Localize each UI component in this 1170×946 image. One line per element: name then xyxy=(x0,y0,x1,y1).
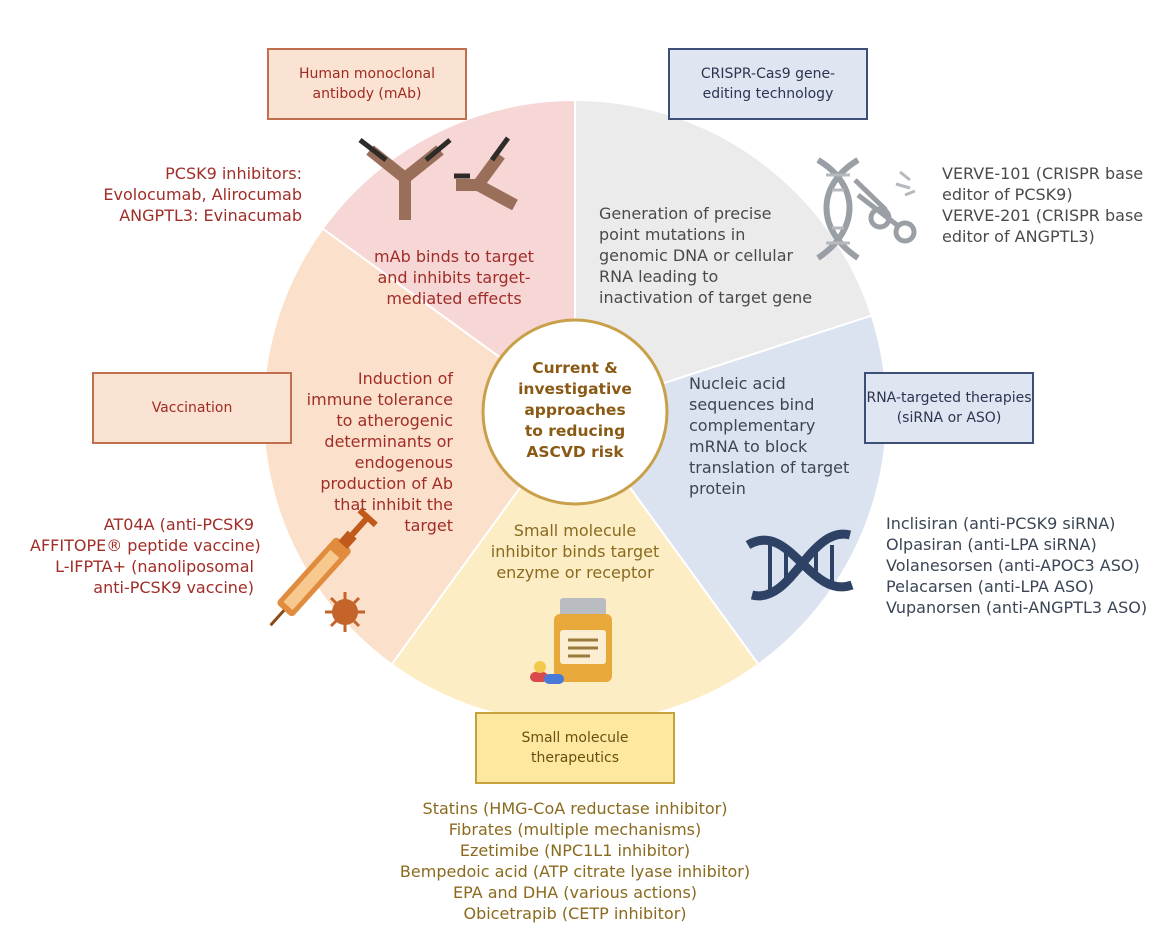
dna-helix-icon xyxy=(745,529,854,601)
center-title-line: ASCVD risk xyxy=(526,443,624,461)
box-line: RNA-targeted therapies xyxy=(866,390,1032,406)
mechanism-line: inactivation of target gene xyxy=(599,288,813,307)
dna-scissors-icon xyxy=(816,157,917,261)
mechanism-line: determinants or xyxy=(324,432,453,451)
drug-line: Volanesorsen (anti-APOC3 ASO) xyxy=(886,556,1140,575)
mab-drugs: PCSK9 inhibitors: Evolocumab, Alirocumab… xyxy=(98,163,302,226)
mab-label-box: Human monoclonal antibody (mAb) xyxy=(267,48,467,120)
mechanism-line: endogenous xyxy=(354,453,453,472)
rna-mechanism: Nucleic acid sequences bind complementar… xyxy=(689,373,849,499)
mechanism-line: sequences bind xyxy=(689,395,815,414)
drug-line: Evolocumab, Alirocumab xyxy=(103,185,302,204)
mechanism-line: mediated effects xyxy=(386,289,522,308)
pill-bottle-icon xyxy=(530,598,612,684)
drug-line: VERVE-201 (CRISPR base xyxy=(942,206,1144,225)
mechanism-line: Small molecule xyxy=(513,521,637,540)
mab-mechanism: mAb binds to target and inhibits target-… xyxy=(354,246,554,309)
drug-line: AFFITOPE® peptide vaccine) xyxy=(30,536,261,555)
mechanism-line: Generation of precise xyxy=(599,204,772,223)
drug-line: ANGPTL3: Evinacumab xyxy=(119,206,302,225)
crispr-drugs: VERVE-101 (CRISPR base editor of PCSK9) … xyxy=(942,163,1143,247)
drug-line: anti-PCSK9 vaccine) xyxy=(93,578,254,597)
box-line: Human monoclonal xyxy=(298,66,436,82)
mechanism-line: to atherogenic xyxy=(336,411,453,430)
mechanism-line: mRNA to block xyxy=(689,437,808,456)
mechanism-line: mAb binds to target xyxy=(374,247,534,266)
crispr-label-box: CRISPR-Cas9 gene- editing technology xyxy=(668,48,868,120)
drug-line: Statins (HMG-CoA reductase inhibitor) xyxy=(422,799,728,818)
box-line: CRISPR-Cas9 gene- xyxy=(700,66,836,82)
crispr-mechanism: Generation of precise point mutations in… xyxy=(599,203,812,308)
center-title-line: Current & xyxy=(532,359,618,377)
drug-line: VERVE-101 (CRISPR base xyxy=(942,164,1144,183)
syringe-virus-icon xyxy=(269,507,378,632)
center-circle xyxy=(481,318,669,506)
box-line: therapeutics xyxy=(530,750,620,766)
mechanism-line: point mutations in xyxy=(599,225,746,244)
segment-mab xyxy=(321,98,576,414)
mechanism-line: enzyme or receptor xyxy=(496,563,654,582)
box-line: Vaccination xyxy=(151,400,233,416)
mechanism-line: translation of target xyxy=(689,458,850,477)
center-title-line: approaches xyxy=(524,401,626,419)
mechanism-line: immune tolerance xyxy=(306,390,453,409)
drug-line: EPA and DHA (various actions) xyxy=(452,883,698,902)
mechanism-line: Nucleic acid xyxy=(689,374,786,393)
box-line: editing technology xyxy=(702,86,834,102)
drug-line: Olpasiran (anti-LPA siRNA) xyxy=(886,535,1097,554)
box-line: Small molecule xyxy=(521,730,629,746)
small-label-box: Small molecule therapeutics xyxy=(475,712,675,784)
vaccine-mechanism: Induction of immune tolerance to atherog… xyxy=(303,368,453,536)
mechanism-line: genomic DNA or cellular xyxy=(599,246,794,265)
mechanism-line: complementary xyxy=(689,416,816,435)
drug-line: editor of PCSK9) xyxy=(942,185,1073,204)
vaccine-drugs: AT04A (anti-PCSK9 AFFITOPE® peptide vacc… xyxy=(30,514,261,598)
antibody-icon xyxy=(358,136,518,220)
vaccine-label-box: Vaccination xyxy=(92,372,292,444)
box-line: antibody (mAb) xyxy=(312,86,422,102)
mechanism-line: target xyxy=(404,516,453,535)
mechanism-line: protein xyxy=(689,479,746,498)
center-title-line: investigative xyxy=(518,380,632,398)
drug-line: Obicetrapib (CETP inhibitor) xyxy=(463,904,687,923)
drug-line: L-IFPTA+ (nanoliposomal xyxy=(55,557,254,576)
drug-line: PCSK9 inhibitors: xyxy=(165,164,302,183)
segment-crispr xyxy=(574,98,873,414)
mechanism-line: RNA leading to xyxy=(599,267,719,286)
small-mechanism: Small molecule inhibitor binds target en… xyxy=(475,520,675,583)
drug-line: Bempedoic acid (ATP citrate lyase inhibi… xyxy=(399,862,751,881)
drug-line: Vupanorsen (anti-ANGPTL3 ASO) xyxy=(886,598,1148,617)
small-drugs: Statins (HMG-CoA reductase inhibitor) Fi… xyxy=(355,798,795,924)
drug-line: Pelacarsen (anti-LPA ASO) xyxy=(886,577,1094,596)
drug-line: AT04A (anti-PCSK9 xyxy=(103,515,254,534)
drug-line: editor of ANGPTL3) xyxy=(942,227,1095,246)
center-title: Current & investigative approaches to re… xyxy=(500,358,650,463)
mechanism-line: Induction of xyxy=(357,369,453,388)
drug-line: Fibrates (multiple mechanisms) xyxy=(448,820,702,839)
mechanism-line: and inhibits target- xyxy=(377,268,531,287)
rna-label-box: RNA-targeted therapies (siRNA or ASO) xyxy=(864,372,1034,444)
drug-line: Ezetimibe (NPC1L1 inhibitor) xyxy=(459,841,691,860)
box-line: (siRNA or ASO) xyxy=(896,410,1002,426)
center-title-line: to reducing xyxy=(524,422,626,440)
drug-line: Inclisiran (anti-PCSK9 siRNA) xyxy=(886,514,1116,533)
rna-drugs: Inclisiran (anti-PCSK9 siRNA) Olpasiran … xyxy=(886,513,1147,618)
mechanism-line: that inhibit the xyxy=(334,495,453,514)
mechanism-line: production of Ab xyxy=(320,474,453,493)
mechanism-line: inhibitor binds target xyxy=(490,542,660,561)
